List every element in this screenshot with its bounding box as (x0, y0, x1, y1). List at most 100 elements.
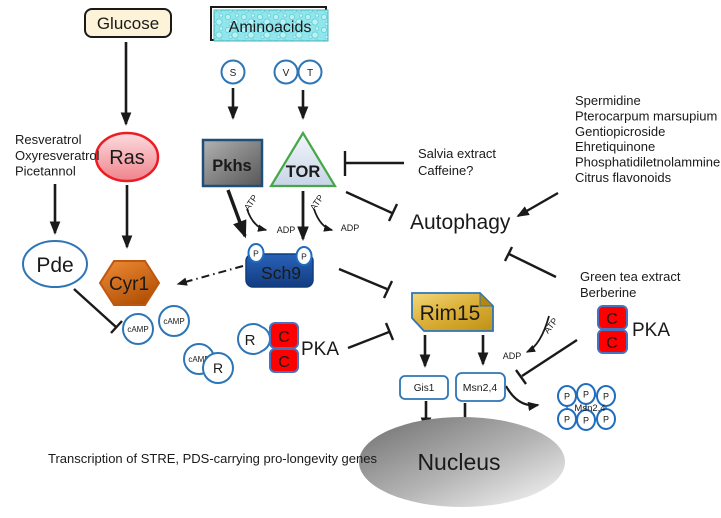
aminoacids-label: Aminoacids (229, 19, 312, 36)
sensor-t-node (297, 59, 323, 85)
adp-label: ADP (503, 351, 522, 361)
arrow-inducers-to-autophagy (516, 191, 559, 218)
sch9-node (245, 253, 314, 288)
rim15-label: Rim15 (420, 302, 481, 325)
cyr1-node (98, 260, 161, 306)
msn24-node (455, 372, 506, 402)
curve-atp-adp-tor (313, 208, 334, 232)
inhibit-pka-rim15-tbar (384, 322, 395, 341)
inhibit-pka-to-rim15 (347, 330, 390, 350)
arrow-pkhs-to-sch9 (226, 189, 247, 239)
adp-label: ADP (341, 223, 360, 233)
inhibit-pde-camp-tbar (110, 320, 123, 334)
arrow-sch9-to-cyr1-dashdot (176, 265, 244, 286)
curve-atp-adp-pkhs (246, 208, 268, 232)
phosphate-node (596, 408, 616, 430)
annotation-line: Oxyresveratrol (15, 148, 100, 163)
tor-inhibitors-list: Salvia extract Caffeine? (418, 146, 496, 178)
atp-adp-curves (246, 208, 550, 353)
c-subunit-left-1-label: C (278, 329, 290, 346)
pka-modulators-list: Green tea extract Berberine (580, 269, 681, 300)
pkhs-node (201, 138, 264, 188)
sch9-phosphate-1 (247, 243, 265, 263)
annotation-line: Pterocarpum marsupium (575, 108, 717, 123)
annotation-line: Spermidine (575, 93, 641, 108)
annotation-line: Resveratrol (15, 132, 82, 147)
atp-label: ATP (542, 316, 560, 335)
msn24-label: Msn2,4 (463, 382, 498, 394)
phosphate-label: P (583, 390, 589, 400)
nucleus-node (359, 417, 565, 507)
annotation-line: Picetannol (15, 164, 76, 179)
phosphate-label: P (564, 392, 570, 402)
ras-node (94, 131, 160, 183)
annotation-line: Citrus flavonoids (575, 170, 672, 185)
sch9-phosphate-2 (295, 246, 313, 266)
camp-label-2: cAMP (163, 317, 184, 326)
r-subunit-free (202, 352, 234, 384)
ras-pathway-inhibitors-list: Resveratrol Oxyresveratrol Picetannol (15, 132, 100, 179)
sensor-v-label: V (283, 68, 290, 79)
c-subunit-left-2-label: C (278, 354, 290, 371)
sch9-label: Sch9 (261, 263, 301, 283)
atp-label: ATP (308, 193, 326, 213)
rim15-fold-corner (479, 291, 495, 307)
camp-node-2 (158, 305, 190, 337)
curve-atp-adp-pka (525, 315, 550, 353)
inhibit-tor-to-autophagy (345, 190, 393, 215)
pde-node (22, 240, 88, 288)
glucose-label: Glucose (97, 14, 159, 33)
camp-node-1 (122, 313, 154, 345)
pka-right-label: PKA (632, 320, 670, 341)
annotation-line: Caffeine? (418, 163, 473, 178)
annotation-line: Salvia extract (418, 146, 496, 161)
gis1-label: Gis1 (414, 383, 435, 394)
aminoacids-node (213, 9, 329, 42)
phosphate-label: P (603, 415, 609, 425)
sch9-phosphate-2-label: P (301, 252, 307, 262)
c-subunit-left-2 (269, 348, 299, 373)
inhibition-edges (73, 151, 578, 385)
inhibit-greentea-line (508, 252, 557, 279)
phosphate-node (576, 383, 596, 405)
tor-node (269, 130, 337, 188)
inhibit-greentea-tbar (503, 246, 514, 262)
annotation-line: Green tea extract (580, 269, 681, 284)
r-subunit-free-label: R (213, 360, 223, 376)
inhibit-sch9-rim15-tbar (382, 280, 394, 299)
annotation-line: Phosphatidiletnolammine (575, 155, 720, 170)
annotation-line: Berberine (580, 285, 636, 300)
autophagy-label: Autophagy (410, 211, 511, 234)
inhibit-pka-msn24-tbar (515, 369, 527, 385)
phosphate-node (596, 385, 616, 407)
msn24-phospho-label: Msn2,4 (574, 403, 605, 414)
sensor-t-label: T (307, 68, 313, 79)
r-subunit-pacman-label: R (245, 332, 256, 349)
phosphate-node (557, 408, 577, 430)
c-subunit-right-2 (597, 329, 628, 354)
camp-label-1: cAMP (127, 325, 148, 334)
phosphate-label: P (564, 415, 570, 425)
nucleus-label: Nucleus (417, 449, 500, 475)
atp-label: ATP (242, 193, 260, 213)
pka-left-label: PKA (301, 339, 339, 360)
phosphate-node (576, 409, 596, 431)
sensor-s-label: S (230, 68, 237, 79)
tor-label: TOR (286, 163, 321, 181)
phosphate-label: P (603, 392, 609, 402)
arrow-msn24-to-phospho (505, 385, 540, 411)
autophagy-inducers-list: Spermidine Pterocarpum marsupium Gentiop… (575, 93, 720, 185)
annotation-line: Gentiopicroside (575, 124, 665, 139)
gis1-node (399, 375, 449, 400)
cyr1-label: Cyr1 (109, 274, 149, 295)
sensor-s-node (220, 59, 246, 85)
pkhs-label: Pkhs (212, 157, 251, 175)
glucose-node (84, 8, 172, 38)
annotation-line: Ehretiquinone (575, 139, 655, 154)
phosphate-node (557, 385, 577, 407)
inhibit-pka-to-msn24 (521, 338, 578, 378)
inhibit-tor-autophagy-tbar (387, 203, 399, 222)
c-subunit-right-1-label: C (606, 311, 618, 328)
